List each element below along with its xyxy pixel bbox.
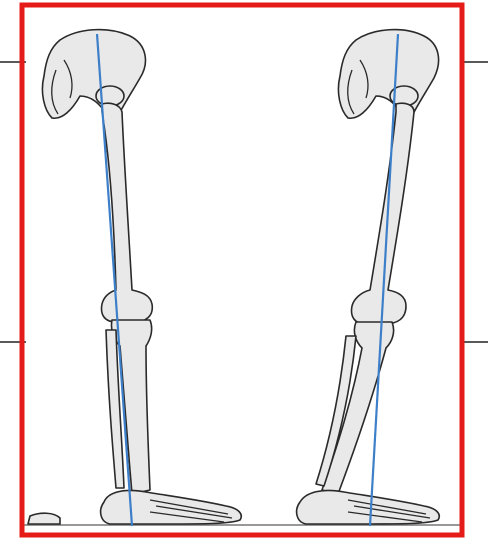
- tibia-icon: [322, 322, 394, 494]
- foot-icon: [101, 490, 242, 524]
- pelvis-icon: [42, 30, 145, 119]
- right-limb: [297, 30, 440, 526]
- left-limb: [28, 30, 241, 526]
- pelvis-icon: [338, 30, 438, 119]
- foot-icon: [297, 490, 440, 524]
